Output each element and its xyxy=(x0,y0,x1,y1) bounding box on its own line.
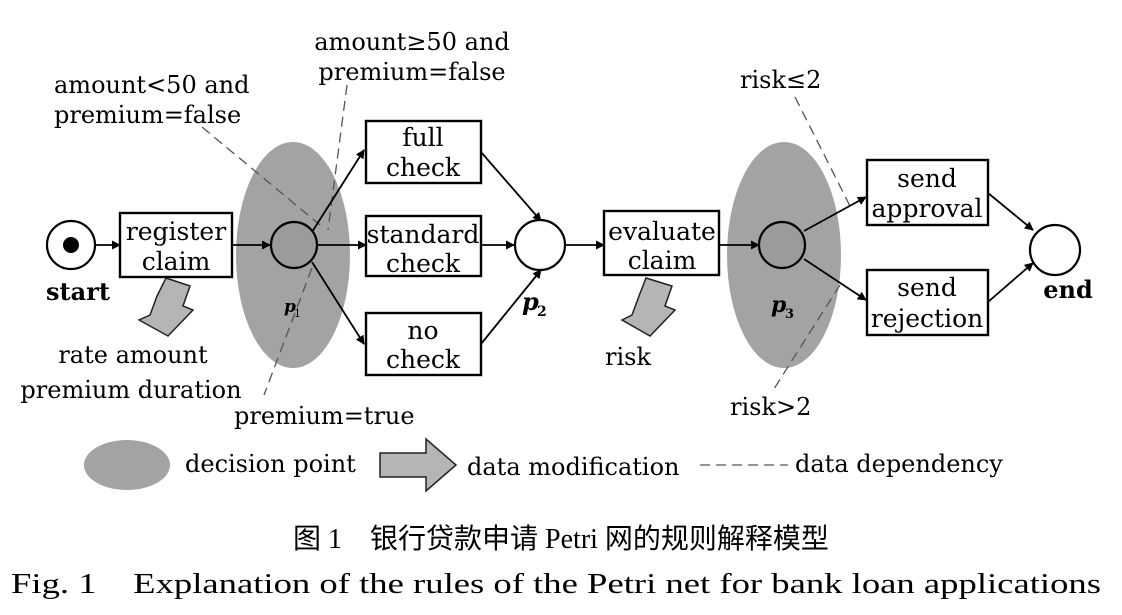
data-label-evaluate: risk xyxy=(605,343,651,371)
transition-label: rejection xyxy=(871,304,984,333)
condition-risk-gt: risk>2 xyxy=(730,393,811,421)
place-p1 xyxy=(269,220,319,270)
transition-label: register xyxy=(126,217,226,246)
arc-p1-no xyxy=(311,261,365,345)
arc-p1-full xyxy=(311,149,365,233)
place-label-p2-main: p xyxy=(522,287,539,316)
transition-label: send xyxy=(897,273,957,302)
transition-evaluate-claim: evaluate claim xyxy=(602,209,721,277)
arc-rejection-end xyxy=(987,262,1034,303)
data-label-register-line2: premium duration xyxy=(20,376,241,404)
transition-standard-check: standard check xyxy=(364,214,483,278)
place-label-p1-sub: 1 xyxy=(294,307,301,320)
place-p3 xyxy=(757,220,807,270)
condition-premium-true: premium=true xyxy=(234,402,415,430)
place-label-end: end xyxy=(1043,275,1093,304)
condition-risk-le: risk≤2 xyxy=(740,66,821,94)
arc-no-p2 xyxy=(480,269,542,345)
transition-label: standard xyxy=(367,220,480,249)
transition-label: evaluate xyxy=(608,217,716,246)
transition-label: claim xyxy=(628,246,697,275)
condition-amount-lt-line2: premium=false xyxy=(54,101,241,129)
caption-en: Fig. 1 Explanation of the rules of the P… xyxy=(11,568,1101,600)
place-p2 xyxy=(513,218,567,272)
legend-decision-point-swatch xyxy=(84,440,170,490)
condition-amount-ge-line2: premium=false xyxy=(318,58,505,86)
legend-data-dependency-label: data dependency xyxy=(795,450,1003,478)
dependency-line-risk-gt xyxy=(771,284,841,393)
dependency-line-amount-lt xyxy=(201,126,321,226)
transition-label: check xyxy=(386,249,461,278)
transition-label: approval xyxy=(872,194,983,223)
transition-label: no xyxy=(407,316,438,345)
transition-send-rejection: send rejection xyxy=(865,268,990,337)
condition-amount-ge-line1: amount≥50 and xyxy=(314,28,509,56)
legend-data-modification-swatch xyxy=(379,437,458,493)
data-modification-arrow-evaluate xyxy=(620,277,677,337)
transition-label: full xyxy=(402,123,443,152)
place-end xyxy=(1028,223,1082,277)
transition-register-claim: register claim xyxy=(118,211,234,279)
place-label-p1-main: p xyxy=(284,297,296,317)
place-label-p2-sub: 2 xyxy=(537,304,547,320)
caption-zh: 图 1 银行贷款申请 Petri 网的规则解释模型 xyxy=(293,523,829,555)
place-label-p3-sub: 3 xyxy=(785,307,794,322)
transition-no-check: no check xyxy=(364,311,483,377)
place-label-p3: p 3 xyxy=(771,292,794,322)
token-icon xyxy=(63,237,79,253)
transition-send-approval: send approval xyxy=(865,158,990,227)
transition-label: check xyxy=(386,153,461,182)
data-modification-arrow-register xyxy=(137,277,195,337)
legend-decision-point-label: decision point xyxy=(185,450,356,478)
legend: decision point data modification data de… xyxy=(84,437,1003,493)
transition-label: send xyxy=(897,164,957,193)
arc-p3-rejection xyxy=(803,258,867,301)
place-label-p1: p 1 xyxy=(284,297,301,320)
transition-label: check xyxy=(386,345,461,374)
place-label-p2: p 2 xyxy=(522,287,547,320)
transition-label: claim xyxy=(142,247,211,276)
arc-p3-approval xyxy=(803,196,867,232)
legend-data-modification-label: data modification xyxy=(467,453,679,481)
arc-full-p2 xyxy=(480,151,542,222)
dependency-line-amount-ge xyxy=(327,84,348,231)
place-label-p3-main: p xyxy=(771,292,787,318)
dependency-line-risk-le xyxy=(794,96,851,207)
data-label-register-line1: rate amount xyxy=(58,341,208,369)
arc-approval-end xyxy=(987,192,1034,231)
transition-full-check: full check xyxy=(364,119,483,185)
condition-amount-lt-line1: amount<50 and xyxy=(54,71,249,99)
place-label-start: start xyxy=(46,277,110,306)
dependency-line-premium-true xyxy=(263,267,313,396)
